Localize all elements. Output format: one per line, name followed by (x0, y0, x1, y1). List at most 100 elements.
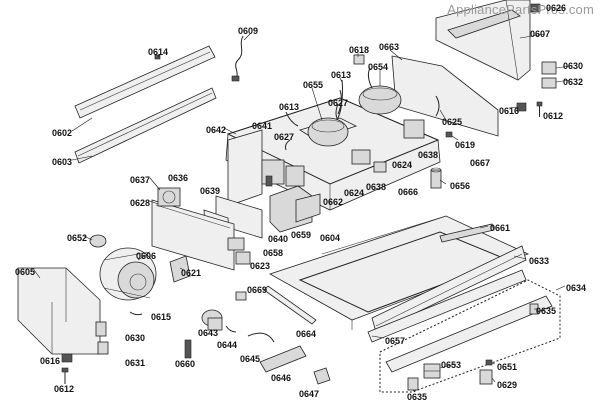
callout-0613: 0613 (279, 102, 300, 112)
callout-0669: 0669 (247, 285, 268, 295)
callout-0607: 0607 (530, 29, 551, 39)
callout-0638: 0638 (418, 150, 439, 160)
callout-0638: 0638 (366, 182, 387, 192)
callout-0660: 0660 (175, 359, 196, 369)
callout-0644: 0644 (217, 340, 238, 350)
part-0630-small (95, 321, 107, 337)
part-0660-spring (184, 339, 192, 359)
callout-0639: 0639 (200, 186, 221, 196)
callout-0630: 0630 (125, 333, 146, 343)
callout-0624: 0624 (392, 160, 413, 170)
callout-0635: 0635 (407, 392, 428, 402)
part-0616-lower (61, 353, 73, 363)
part-0652-cap (89, 234, 107, 248)
callout-0630: 0630 (563, 61, 584, 71)
part-0643-cylinder (201, 309, 223, 331)
callout-0652: 0652 (67, 233, 88, 243)
part-0623-block (235, 251, 251, 265)
callout-0627: 0627 (274, 132, 295, 142)
callout-0633: 0633 (529, 256, 550, 266)
callout-0643: 0643 (198, 328, 219, 338)
callout-0666: 0666 (398, 187, 419, 197)
callout-0627: 0627 (328, 98, 349, 108)
part-0645-harness (247, 332, 275, 343)
part-0609-plug (231, 75, 240, 82)
callout-0612: 0612 (543, 111, 564, 121)
callout-0634: 0634 (566, 283, 587, 293)
callout-0619: 0619 (455, 140, 476, 150)
part-0657-trim (367, 269, 527, 343)
callout-0645: 0645 (240, 354, 261, 364)
callout-0615: 0615 (151, 312, 172, 322)
callout-0653: 0653 (441, 360, 462, 370)
callout-0606: 0606 (136, 251, 157, 261)
callout-0614: 0614 (148, 47, 169, 57)
callout-0609: 0609 (238, 26, 259, 36)
part-0626-clip (530, 3, 541, 13)
callout-0626: 0626 (546, 3, 567, 13)
callout-0647: 0647 (299, 389, 320, 399)
part-0632-bracket (541, 77, 557, 89)
part-0637-fan (157, 187, 181, 207)
callout-0657: 0657 (385, 336, 406, 346)
callout-0651: 0651 (497, 362, 518, 372)
part-0666-control (373, 161, 387, 173)
part-0646-dryer (259, 345, 307, 373)
part-0631-small (97, 341, 109, 355)
callout-0623: 0623 (250, 261, 271, 271)
callout-0637: 0637 (130, 175, 151, 185)
callout-0640: 0640 (268, 234, 289, 244)
callout-0621: 0621 (181, 268, 202, 278)
part-0653-handle (423, 363, 441, 379)
part-0614-clip (154, 54, 161, 60)
callout-0616: 0616 (40, 356, 61, 366)
callout-0636: 0636 (168, 173, 189, 183)
callout-0656: 0656 (450, 181, 471, 191)
callout-0642: 0642 (206, 125, 227, 135)
callout-0646: 0646 (271, 373, 292, 383)
part-0656-capacitor (430, 167, 442, 189)
part-0635-lower-clip (407, 377, 419, 391)
callout-0632: 0632 (563, 77, 584, 87)
callout-0663: 0663 (379, 42, 400, 52)
part-0642-panel (227, 129, 263, 207)
part-0630-bracket (541, 61, 557, 75)
callout-0624: 0624 (344, 188, 365, 198)
part-0625-coil (435, 95, 440, 117)
part-0621-bracket (169, 255, 191, 283)
callout-0618: 0618 (349, 45, 370, 55)
part-0602-rail (74, 45, 216, 119)
callout-0635: 0635 (536, 306, 557, 316)
callout-0603: 0603 (52, 157, 73, 167)
callout-0629: 0629 (497, 380, 518, 390)
callout-0655: 0655 (303, 80, 324, 90)
callout-0605: 0605 (15, 267, 36, 277)
part-0651-clip (485, 359, 493, 366)
part-0607-panel (435, 0, 531, 81)
callout-0628: 0628 (130, 198, 151, 208)
callout-0641: 0641 (252, 121, 273, 131)
callout-0661: 0661 (490, 223, 511, 233)
part-0618-block (353, 54, 365, 65)
leader-lines (33, 33, 571, 393)
part-0629-clip (479, 369, 493, 385)
callout-0662: 0662 (323, 197, 344, 207)
callout-0625: 0625 (442, 117, 463, 127)
part-0644-tube (225, 325, 237, 333)
callout-0604: 0604 (320, 233, 341, 243)
part-0669-clip (235, 291, 247, 301)
part-0613-tube-b (285, 111, 299, 127)
part-0624-control (351, 149, 371, 165)
part-0661-bar (439, 223, 495, 243)
part-0612-screw (536, 101, 543, 117)
part-0647-fitting (313, 367, 331, 385)
part-0605-side-panel (17, 267, 101, 355)
part-0634-drawer-front (379, 279, 561, 393)
part-0633-rail (371, 245, 527, 333)
part-0628-fan-panel (151, 199, 235, 271)
part-0619-fitting (445, 131, 453, 138)
callout-0613: 0613 (331, 70, 352, 80)
part-0664-strip (263, 285, 317, 325)
